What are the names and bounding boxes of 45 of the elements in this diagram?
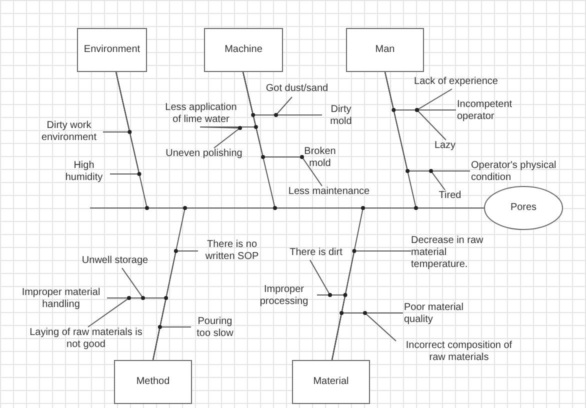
- cause-label: Lack of experience: [410, 76, 502, 89]
- cause-label: Unwell storage: [77, 255, 153, 268]
- leader-line: [296, 156, 322, 186]
- category-box: [204, 28, 283, 72]
- cause-label: There is dirt: [285, 247, 347, 260]
- leader-line: [310, 260, 331, 296]
- category-box: [114, 360, 192, 404]
- category-label: Method: [136, 376, 170, 388]
- cause-label: Poor material quality: [404, 302, 476, 328]
- category-box: [292, 360, 370, 404]
- cause-label: Less application of lime water: [160, 102, 242, 127]
- leader-line: [274, 96, 322, 116]
- category-box: [346, 28, 424, 72]
- cause-line: [152, 326, 192, 360]
- cause-label: Decrease in raw material temperature.: [411, 235, 503, 275]
- cause-label: Uneven polishing: [162, 148, 246, 161]
- cause-label: Broken mold: [298, 146, 342, 172]
- category-box: [77, 28, 147, 72]
- cause-label: Tired: [436, 190, 464, 203]
- cause-label: Laying of raw materials is not good: [26, 327, 146, 353]
- effect-label: Pores: [510, 202, 537, 214]
- effect-ellipse: [484, 186, 563, 230]
- cause-label: Less maintenance: [284, 186, 374, 199]
- category-label: Environment: [84, 44, 140, 56]
- cause-label: There is no written SOP: [198, 239, 266, 265]
- cause-line: [242, 72, 298, 158]
- cause-label: Operator's physical condition: [471, 160, 571, 186]
- leader-line: [364, 312, 404, 342]
- cause-label: Improper material handling: [16, 287, 106, 313]
- cause-label: High humidity: [60, 160, 108, 186]
- category-label: Machine: [224, 44, 262, 56]
- cause-label: Dirty mold: [323, 104, 359, 130]
- cause-label: Dirty work environment: [34, 120, 104, 146]
- category-label: Man: [375, 44, 395, 56]
- category-label: Material: [313, 376, 349, 388]
- cause-label: Improper processing: [250, 284, 318, 310]
- cause-label: Got dust/sand: [262, 83, 332, 96]
- cause-line: [110, 72, 140, 174]
- cause-label: Incorrect composition of raw materials: [398, 340, 520, 366]
- leader-line: [200, 126, 242, 148]
- leader-line: [416, 110, 456, 140]
- leader-line: [430, 170, 470, 190]
- cause-label: Pouring too slow: [192, 316, 238, 342]
- cause-label: Incompetent operator: [457, 99, 523, 125]
- cause-label: Lazy: [432, 140, 458, 153]
